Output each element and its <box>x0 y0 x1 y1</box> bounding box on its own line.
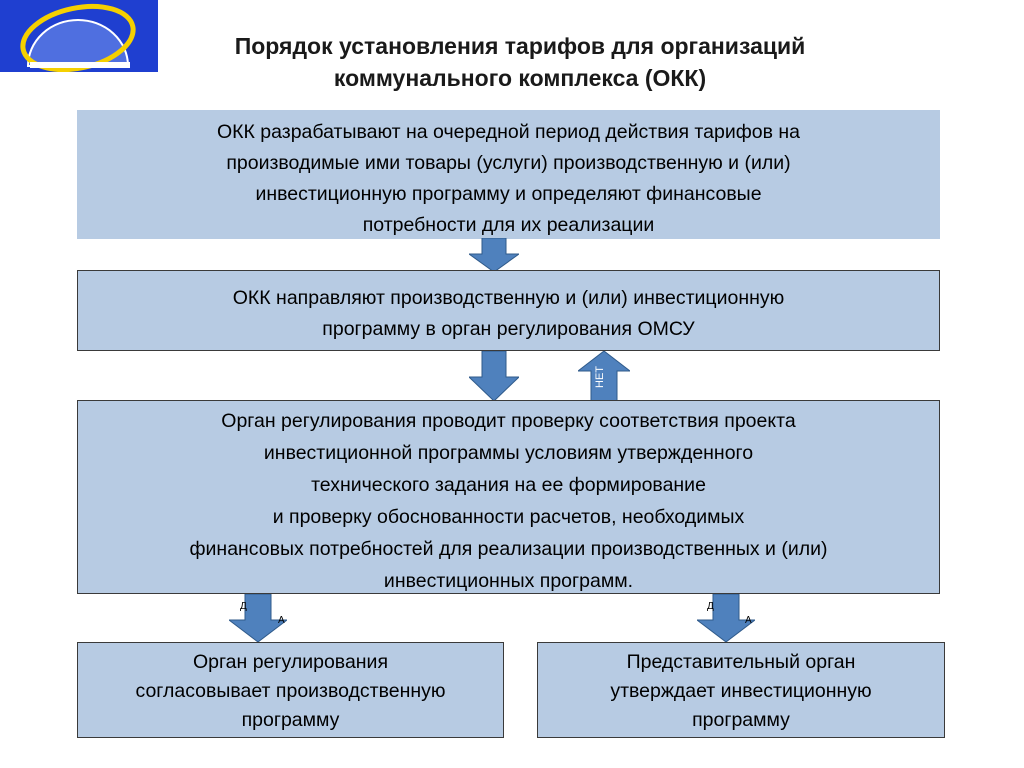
step-1-line-4: потребности для их реализации <box>362 214 655 236</box>
down-arrow-1 <box>469 238 519 272</box>
step-3-line-2: инвестиционной программы условиям утверж… <box>263 442 754 464</box>
yes-label-right-1: Д <box>707 601 714 612</box>
up-arrow-no <box>578 351 630 401</box>
step-3-line-3: технического задания на ее формирование <box>311 474 706 496</box>
step-2-box: ОКК направляют производственную и (или) … <box>77 270 940 351</box>
result-left-line-2: согласовывает производственную <box>135 680 446 702</box>
result-right-line-1: Представительный орган <box>626 651 856 673</box>
page-title: Порядок установления тарифов для организ… <box>150 30 890 94</box>
step-3-box: Орган регулирования проводит проверку со… <box>77 400 940 594</box>
step-1-line-1: ОКК разрабатывают на очередной период де… <box>217 121 800 143</box>
down-arrow-yes-right <box>697 594 755 642</box>
result-left-line-1: Орган регулирования <box>192 651 389 673</box>
step-3-line-6: инвестиционных программ. <box>383 570 634 592</box>
step-1-line-2: производимые ими товары (услуги) произво… <box>226 152 791 174</box>
step-3-line-4: и проверку обоснованности расчетов, необ… <box>272 506 745 528</box>
yes-label-left-1: Д <box>240 601 247 612</box>
no-label: НЕТ <box>594 366 606 388</box>
step-3-line-5: финансовых потребностей для реализации п… <box>189 538 828 560</box>
down-arrow-yes-left <box>229 594 287 642</box>
yes-label-right-2: А <box>745 615 752 626</box>
result-right-line-3: программу <box>692 709 790 731</box>
title-line-1: Порядок установления тарифов для организ… <box>234 33 806 59</box>
result-left-line-3: программу <box>241 709 340 731</box>
logo <box>0 0 158 72</box>
result-right-box: Представительный орган утверждает инвест… <box>537 642 945 738</box>
down-arrow-2 <box>469 351 519 401</box>
step-1-line-3: инвестиционную программу и определяют фи… <box>255 183 762 205</box>
yes-label-left-2: А <box>278 615 285 626</box>
result-left-box: Орган регулирования согласовывает произв… <box>77 642 504 738</box>
step-2-line-1: ОКК направляют производственную и (или) … <box>232 287 785 309</box>
step-3-line-1: Орган регулирования проводит проверку со… <box>221 410 796 432</box>
result-right-line-2: утверждает инвестиционную <box>610 680 872 702</box>
step-1-box: ОКК разрабатывают на очередной период де… <box>77 110 940 239</box>
step-2-line-2: программу в орган регулирования ОМСУ <box>322 318 695 340</box>
title-line-2: коммунального комплекса (ОКК) <box>333 65 707 91</box>
